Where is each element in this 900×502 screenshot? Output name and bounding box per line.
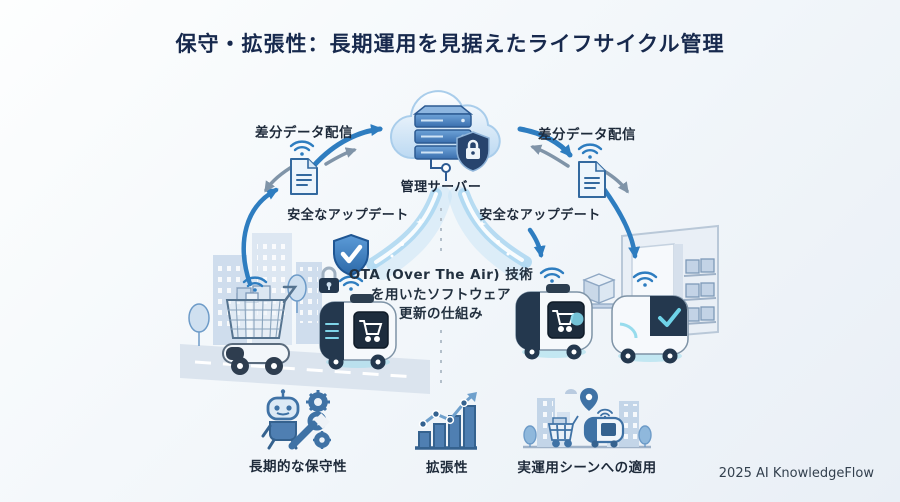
mini-cart bbox=[547, 415, 579, 448]
delivery-robot-right-1 bbox=[515, 284, 593, 360]
feature-label-maintainability: 長期的な保守性 bbox=[249, 459, 347, 475]
tree-icon bbox=[523, 425, 652, 447]
tree-icon bbox=[188, 274, 307, 346]
sparkles bbox=[390, 218, 510, 258]
arrow-device-to-doc-left bbox=[241, 187, 279, 287]
check-glyph bbox=[658, 308, 681, 327]
security-shield-lock-icon bbox=[456, 131, 490, 172]
growth-chart-icon bbox=[415, 392, 477, 450]
warehouse-scene bbox=[582, 224, 719, 342]
update-package-doc-left bbox=[290, 158, 318, 195]
shelf-boxes bbox=[685, 258, 715, 322]
wifi-icon bbox=[242, 276, 268, 292]
server-label: 管理サーバー bbox=[400, 180, 482, 195]
smart-cart-robot bbox=[222, 285, 298, 375]
flow-arrows bbox=[241, 124, 641, 287]
page-title: 保守・拡張性：長期運用を見据えたライフサイクル管理 bbox=[175, 32, 725, 56]
wifi-icon bbox=[289, 140, 315, 156]
arrow-doc-to-device-right bbox=[602, 169, 629, 194]
delivery-robot-right-2 bbox=[611, 295, 689, 364]
ota-note: OTA (Over The Air) 技術 を用いたソフトウェア 更新の仕組み bbox=[346, 266, 536, 325]
robot-wheels bbox=[620, 348, 678, 364]
arrow-doc-to-cloud-left bbox=[307, 124, 383, 173]
secure-update-label-right: 安全なアップデート bbox=[479, 208, 601, 223]
arrow-stream-to-robot bbox=[527, 227, 546, 258]
arrow-cloud-to-doc-right bbox=[517, 126, 573, 158]
status-badge bbox=[570, 312, 584, 326]
wrench-glyph bbox=[288, 411, 330, 450]
arrow-small-left bbox=[324, 147, 357, 166]
delta-data-label-left: 差分データ配信 bbox=[255, 125, 353, 141]
robot-wheels bbox=[328, 354, 386, 370]
cart-glyph bbox=[359, 320, 383, 342]
cart-boxes bbox=[236, 285, 271, 303]
robot-maintenance-icon bbox=[261, 389, 331, 450]
ota-streams bbox=[366, 186, 532, 280]
padlock-icon bbox=[319, 266, 339, 293]
delivery-robot-left bbox=[319, 294, 397, 370]
credit-text: 2025 AI KnowledgeFlow bbox=[718, 466, 874, 481]
ota-note-line3: 更新の仕組み bbox=[399, 306, 483, 323]
city-operation-icon bbox=[523, 388, 652, 449]
ota-note-line1: OTA (Over The Air) 技術 bbox=[348, 267, 534, 283]
cart-glyph bbox=[552, 310, 575, 332]
wifi-icon bbox=[338, 275, 364, 291]
ota-note-line2: を用いたソフトウェア bbox=[371, 286, 511, 303]
location-pin-icon bbox=[580, 388, 598, 411]
feature-label-scalability: 拡張性 bbox=[426, 460, 468, 476]
wifi-icon bbox=[539, 267, 565, 283]
robot-wheels bbox=[524, 344, 582, 360]
update-package-doc-right bbox=[578, 161, 606, 198]
mini-robot bbox=[583, 408, 625, 448]
cart-wheels bbox=[231, 357, 283, 375]
delta-data-label-right: 差分データ配信 bbox=[538, 127, 636, 143]
robot-windshield bbox=[650, 296, 687, 336]
cloud-server-icon bbox=[390, 90, 501, 181]
secure-update-label-left: 安全なアップデート bbox=[287, 208, 409, 223]
cart-handle bbox=[282, 285, 298, 304]
arrow-doc-to-robot-right bbox=[601, 186, 641, 259]
wifi-icon bbox=[577, 143, 603, 159]
feature-label-real-operation: 実運用シーンへの適用 bbox=[517, 460, 657, 476]
shield-check-icon bbox=[333, 233, 369, 277]
wifi-icon bbox=[632, 271, 658, 287]
arrow-small-right bbox=[530, 144, 570, 168]
